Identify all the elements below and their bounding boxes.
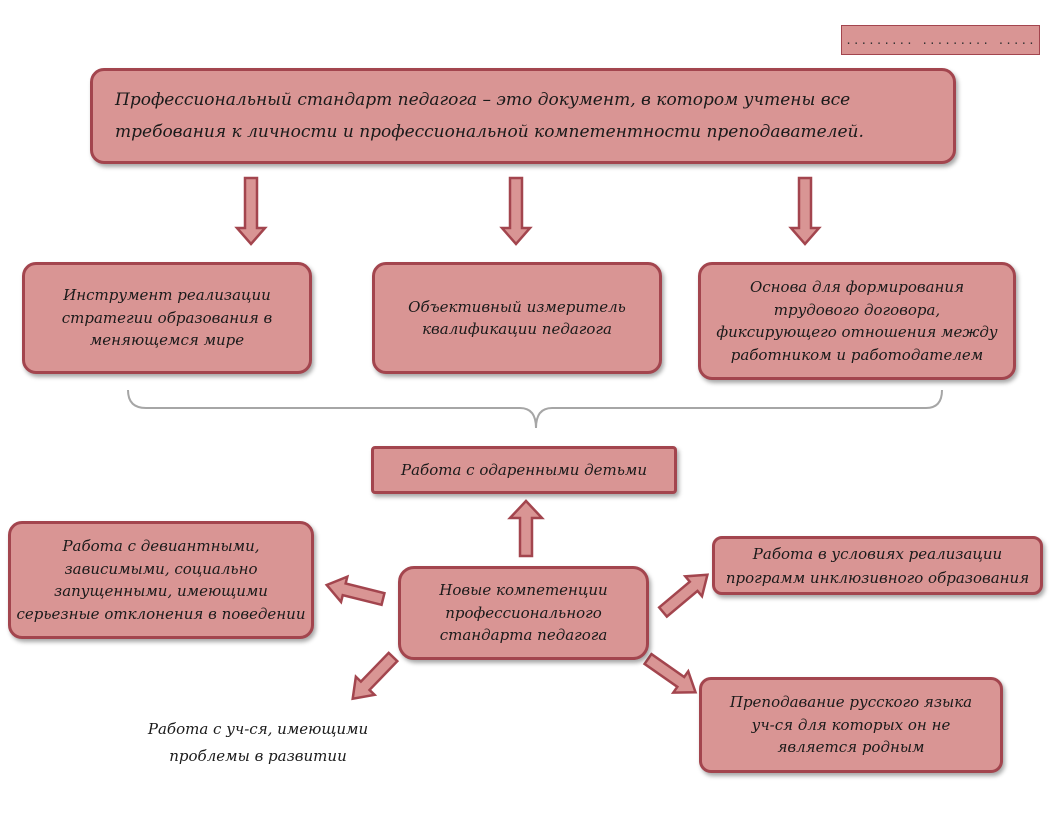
competency-line: Работа с уч-ся, имеющими: [147, 720, 369, 738]
competency-line: проблемы в развитии: [169, 747, 347, 765]
role-line: Основа для формирования: [749, 278, 965, 296]
arrow-down-middle: [499, 176, 533, 246]
arrow-to-inclusive: [657, 573, 710, 619]
center-line: профессионального: [445, 603, 602, 622]
role-line: стратегии образования в: [61, 308, 273, 327]
role-box-contract: Основа для формирования трудового догово…: [698, 262, 1016, 380]
competency-line: уч-ся для которых он не: [751, 715, 951, 734]
arrow-to-russian: [642, 652, 698, 694]
role-line: меняющемся мире: [89, 331, 245, 350]
main-line-1: Профессиональный стандарт педагога – это…: [115, 89, 851, 110]
role-line: квалификации педагога: [422, 320, 612, 338]
center-line: Новые компетенции: [439, 581, 608, 600]
role-box-measure: Объективный измеритель квалификации педа…: [372, 262, 662, 374]
competency-line: зависимыми, социально: [64, 559, 258, 578]
role-box-instrument: Инструмент реализации стратегии образова…: [22, 262, 312, 374]
competency-line: Работа с девиантными,: [62, 537, 260, 555]
competency-gifted-box: Работа с одаренными детьми: [371, 446, 677, 494]
main-line-2: требования к личности и профессиональной…: [115, 122, 864, 142]
main-definition-box: Профессиональный стандарт педагога – это…: [90, 68, 956, 164]
arrow-to-dev-problems: [351, 651, 400, 701]
role-line: Инструмент реализации: [63, 286, 271, 305]
role-line: трудового договора,: [773, 300, 941, 319]
arrow-down-left: [234, 176, 268, 246]
role-line: фиксирующего отношения между: [716, 323, 998, 341]
arrow-down-right: [788, 176, 822, 246]
competency-line: программ инклюзивного образования: [725, 568, 1030, 587]
competency-deviant-box: Работа с девиантными, зависимыми, социал…: [8, 521, 314, 639]
arrow-up-gifted: [507, 499, 545, 558]
competency-dev-problems-text: Работа с уч-ся, имеющими проблемы в разв…: [138, 716, 378, 770]
corner-note: ......... ......... .....: [841, 25, 1040, 55]
competency-line: Работа в условиях реализации: [752, 544, 1003, 563]
competency-russian-box: Преподавание русского языка уч-ся для ко…: [699, 677, 1003, 773]
arrow-to-deviant: [324, 574, 386, 607]
competency-line: Преподавание русского языка: [729, 693, 973, 712]
competency-line: является родным: [777, 738, 925, 757]
new-competencies-box: Новые компетенции профессионального стан…: [398, 566, 649, 660]
competency-inclusive-box: Работа в условиях реализации программ ин…: [712, 536, 1043, 595]
role-line: работником и работодателем: [730, 345, 984, 364]
center-line: стандарта педагога: [439, 626, 608, 645]
competency-line: серьезные отклонения в поведении: [16, 604, 306, 623]
competency-line: запущенными, имеющими: [54, 582, 268, 600]
grouping-brace: [127, 389, 943, 429]
role-line: Объективный измеритель: [408, 297, 626, 316]
competency-line: Работа с одаренными детьми: [401, 460, 647, 479]
